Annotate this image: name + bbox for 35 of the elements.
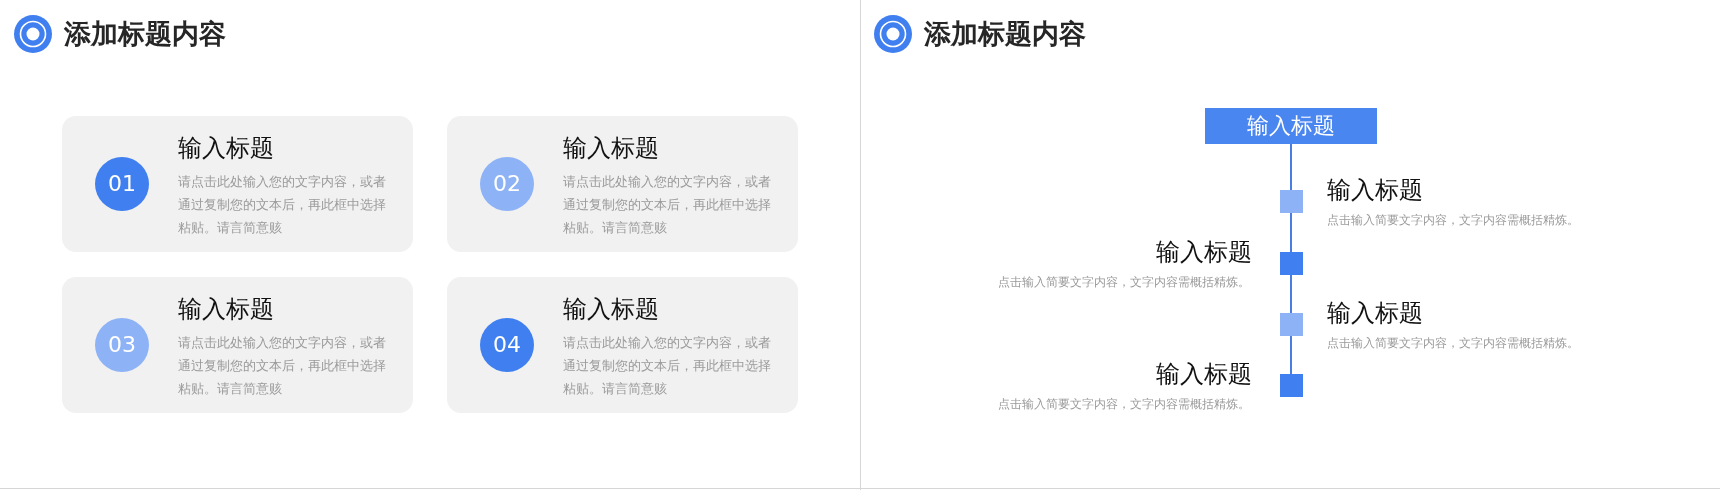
number-circle: 04 [480,318,534,372]
content-card [447,277,798,413]
item-heading: 输入标题 [1327,175,1423,204]
connector-line [1290,143,1292,191]
item-text: 点击输入简要文字内容，文字内容需概括精炼。 [998,274,1250,289]
item-heading: 输入标题 [1156,237,1252,266]
slide-title: 添加标题内容 [924,19,1086,49]
content-card [62,277,413,413]
content-card [447,116,798,252]
item-heading: 输入标题 [1156,359,1252,388]
slide-title: 添加标题内容 [64,19,226,49]
card-text: 请点击此处输入您的文字内容，或者通过复制您的文本后，再此框中选择粘贴。请言简意赅 [178,334,387,398]
number-circle: 02 [480,157,534,211]
content-card [62,116,413,252]
card-heading: 输入标题 [178,133,274,163]
heading-bar: 输入标题 [1205,108,1377,144]
connector-line [1290,335,1292,375]
number-circle: 01 [95,157,149,211]
item-text: 点击输入简要文字内容，文字内容需概括精炼。 [1327,212,1579,227]
item-heading: 输入标题 [1327,298,1423,327]
timeline-square [1279,190,1303,213]
connector-line [1290,212,1292,253]
number-circle: 03 [95,318,149,372]
card-heading: 输入标题 [563,294,659,324]
timeline-square [1279,374,1303,397]
connector-line [1290,274,1292,314]
card-text: 请点击此处输入您的文字内容，或者通过复制您的文本后，再此框中选择粘贴。请言简意赅 [563,334,772,398]
timeline-square [1279,252,1303,275]
card-heading: 输入标题 [178,294,274,324]
item-text: 点击输入简要文字内容，文字内容需概括精炼。 [998,396,1250,411]
card-heading: 输入标题 [563,133,659,163]
card-text: 请点击此处输入您的文字内容，或者通过复制您的文本后，再此框中选择粘贴。请言简意赅 [563,173,772,237]
card-text: 请点击此处输入您的文字内容，或者通过复制您的文本后，再此框中选择粘贴。请言简意赅 [178,173,387,237]
timeline-square [1279,313,1303,336]
item-text: 点击输入简要文字内容，文字内容需概括精炼。 [1327,335,1579,350]
